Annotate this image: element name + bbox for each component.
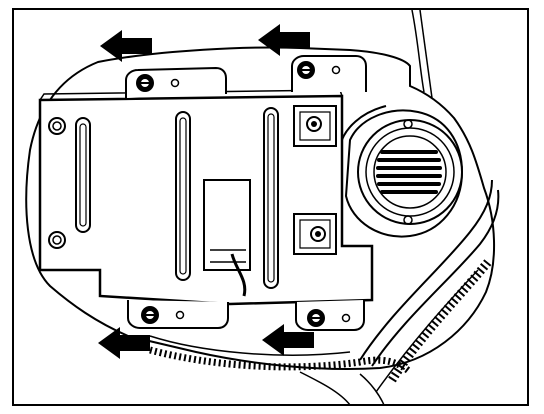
- screw-icon[interactable]: [141, 306, 185, 324]
- arrow-left-icon: [262, 324, 314, 356]
- vent-grille: [376, 150, 442, 194]
- wire: [419, 9, 433, 99]
- plate-slot: [175, 111, 191, 281]
- plate-slot: [75, 117, 91, 233]
- screw-icon[interactable]: [307, 309, 351, 327]
- plate-hole: [48, 117, 66, 135]
- arrow-left-icon: [98, 327, 150, 359]
- arrow-left-icon: [100, 30, 152, 62]
- mounting-plate: [38, 89, 374, 306]
- clip-bracket: [293, 105, 337, 147]
- plate-hole: [48, 231, 66, 249]
- wiring-harness: [149, 179, 500, 406]
- clip-bracket: [293, 213, 337, 255]
- mount-hole: [403, 119, 413, 129]
- connector-box: [203, 179, 251, 271]
- blower-housing: [339, 105, 464, 238]
- housing-outline: [25, 46, 496, 371]
- arrow-left-icon: [258, 24, 310, 56]
- mount-hole: [403, 215, 413, 225]
- plate-slot: [263, 107, 279, 289]
- screw-icon[interactable]: [297, 61, 341, 79]
- connector-wire: [230, 253, 247, 297]
- mounting-tab: [295, 300, 365, 331]
- wire: [411, 9, 425, 93]
- screw-icon[interactable]: [136, 74, 180, 92]
